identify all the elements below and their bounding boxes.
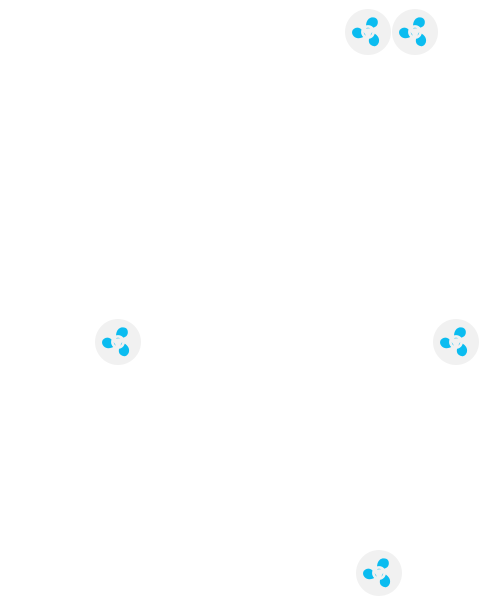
fan-button-2[interactable] — [392, 9, 438, 55]
fan-icon — [362, 557, 395, 590]
fan-button-1[interactable] — [345, 9, 391, 55]
fan-icon — [398, 16, 431, 49]
fan-button-5[interactable] — [356, 550, 402, 596]
fan-button-3[interactable] — [95, 319, 141, 365]
fan-icon — [351, 16, 384, 49]
fan-button-4[interactable] — [433, 319, 479, 365]
fan-icon — [101, 326, 134, 359]
fan-icon — [439, 326, 472, 359]
